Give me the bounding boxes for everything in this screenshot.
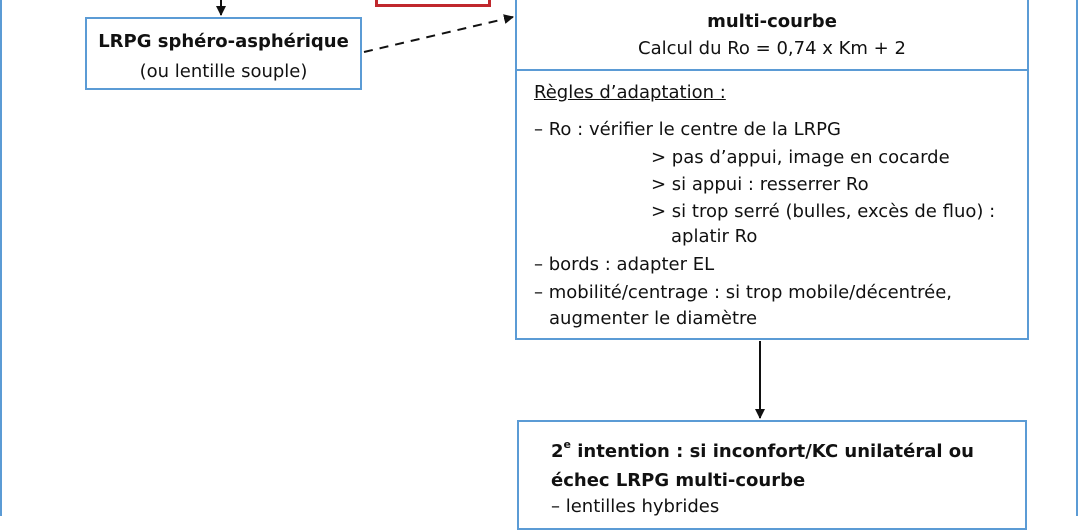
second-intention-line1: 2e intention : si inconfort/KC unilatéra… — [551, 439, 974, 464]
dashed-arrow-to-multicourbe — [363, 14, 514, 53]
second-intention-number: 2 — [551, 441, 564, 462]
multicourbe-title: multi-courbe — [707, 11, 837, 32]
lrpg-sphero-title: LRPG sphéro-asphérique — [98, 31, 349, 52]
second-intention-line3: – lentilles hybrides — [551, 496, 720, 517]
rule-mobilite: – mobilité/centrage : si trop mobile/déc… — [534, 282, 953, 303]
rule-ro-sub3: > si trop serré (bulles, excès de fluo) … — [651, 201, 996, 222]
second-intention-superscript: e — [563, 438, 571, 451]
second-intention-box: 2e intention : si inconfort/KC unilatéra… — [517, 420, 1027, 530]
rule-mobilite-cont: augmenter le diamètre — [549, 308, 758, 329]
lrpg-sphero-subtitle: (ou lentille souple) — [139, 61, 308, 82]
lrpg-sphero-box: LRPG sphéro-asphérique (ou lentille soup… — [85, 17, 362, 90]
frame-left-border — [0, 0, 2, 516]
rules-heading: Règles d’adaptation : — [534, 82, 726, 103]
rule-ro-sub1: > pas d’appui, image en cocarde — [651, 147, 950, 168]
second-intention-text: intention : si inconfort/KC unilatéral o… — [571, 441, 974, 462]
multicourbe-box: multi-courbe Calcul du Ro = 0,74 x Km + … — [515, 0, 1029, 71]
rule-bords: – bords : adapter EL — [534, 254, 715, 275]
rules-box: Règles d’adaptation : – Ro : vérifier le… — [515, 69, 1029, 340]
arrows-layer — [216, 0, 765, 419]
red-box-fragment — [375, 0, 491, 7]
rule-ro-sub2: > si appui : resserrer Ro — [651, 174, 869, 195]
second-intention-line2: échec LRPG multi-courbe — [551, 470, 806, 491]
rule-ro-sub3-cont: aplatir Ro — [671, 226, 758, 247]
ro-formula: Calcul du Ro = 0,74 x Km + 2 — [638, 38, 906, 59]
frame-right-border — [1076, 0, 1078, 516]
rule-ro: – Ro : vérifier le centre de la LRPG — [534, 119, 841, 140]
